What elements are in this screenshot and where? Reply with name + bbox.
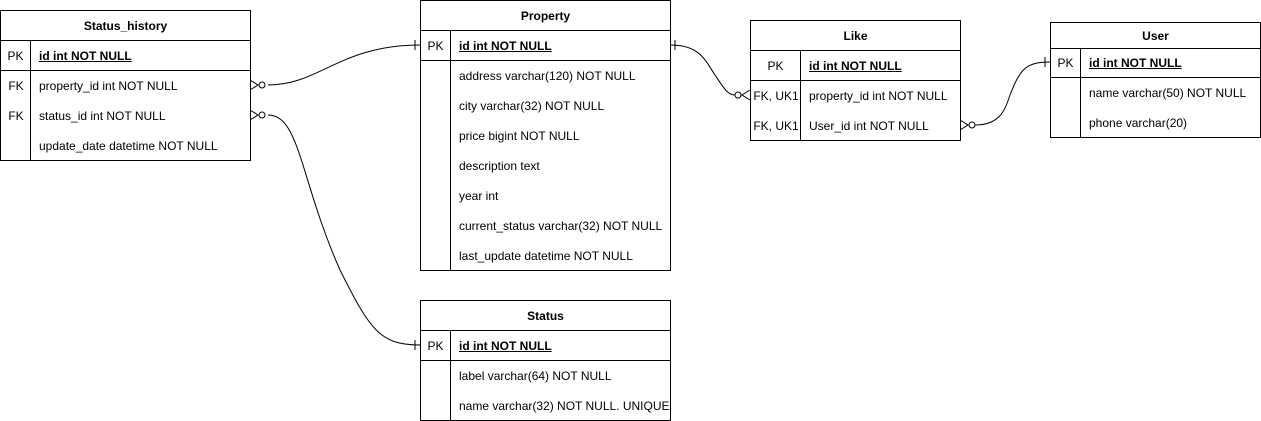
link-like-property: [669, 44, 736, 96]
table-row-pk[interactable]: PK id int NOT NULL: [421, 31, 670, 61]
field-label: id int NOT NULL: [1089, 56, 1182, 70]
field-label: price bigint NOT NULL: [459, 129, 580, 143]
key-label: FK, UK1: [753, 89, 799, 103]
entity-status-history[interactable]: Status_history PK id int NOT NULL FK pro…: [0, 10, 251, 161]
field-label: id int NOT NULL: [459, 39, 552, 53]
key-label: FK: [8, 109, 24, 123]
field-label: property_id int NOT NULL: [39, 79, 178, 93]
field-label: city varchar(32) NOT NULL: [459, 99, 605, 113]
crows-foot-marker: [959, 119, 969, 131]
table-row[interactable]: name varchar(50) NOT NULL: [1051, 78, 1260, 108]
table-row[interactable]: city varchar(32) NOT NULL: [421, 91, 670, 121]
field-label: id int NOT NULL: [809, 59, 902, 73]
table-row[interactable]: current_status varchar(32) NOT NULL: [421, 211, 670, 241]
entity-title: Like: [751, 21, 960, 51]
field-label: property_id int NOT NULL: [809, 89, 948, 103]
entity-title: Status: [421, 301, 670, 331]
field-label: description text: [459, 159, 540, 173]
optional-circle-marker: [968, 121, 976, 129]
key-label: PK: [421, 31, 451, 60]
table-row[interactable]: FK, UK1 property_id int NOT NULL: [751, 81, 960, 111]
field-label: label varchar(64) NOT NULL: [459, 369, 612, 383]
key-label: [1, 131, 31, 161]
table-row-pk[interactable]: PK id int NOT NULL: [1, 41, 250, 71]
field-label: last_update datetime NOT NULL: [459, 249, 633, 263]
field-label: status_id int NOT NULL: [39, 109, 166, 123]
table-row-pk[interactable]: PK id int NOT NULL: [421, 331, 670, 361]
link-statushistory-status: [267, 114, 421, 346]
table-row[interactable]: last_update datetime NOT NULL: [421, 241, 670, 271]
table-row[interactable]: FK property_id int NOT NULL: [1, 71, 250, 101]
key-label: PK: [1, 41, 31, 70]
link-like-user: [974, 61, 1051, 126]
optional-circle-marker: [258, 111, 266, 119]
table-row[interactable]: description text: [421, 151, 670, 181]
field-label: name varchar(50) NOT NULL: [1089, 86, 1247, 100]
table-row[interactable]: update_date datetime NOT NULL: [1, 131, 250, 161]
table-row[interactable]: name varchar(32) NOT NULL. UNIQUE: [421, 391, 670, 421]
table-row[interactable]: price bigint NOT NULL: [421, 121, 670, 151]
table-row[interactable]: FK, UK1 User_id int NOT NULL: [751, 111, 960, 141]
table-row[interactable]: phone varchar(20): [1051, 108, 1260, 138]
field-label: phone varchar(20): [1089, 116, 1188, 130]
optional-circle-marker: [734, 91, 742, 99]
table-row[interactable]: FK status_id int NOT NULL: [1, 101, 250, 131]
crows-foot-marker: [249, 79, 259, 91]
entity-like[interactable]: Like PK id int NOT NULL FK, UK1 property…: [750, 20, 961, 141]
field-label: User_id int NOT NULL: [809, 119, 929, 133]
table-row-pk[interactable]: PK id int NOT NULL: [1051, 49, 1260, 78]
crows-foot-marker: [249, 109, 259, 121]
key-label: PK: [751, 51, 801, 80]
key-label: PK: [1051, 49, 1081, 77]
entity-title: Status_history: [1, 11, 250, 41]
key-label: FK: [8, 79, 24, 93]
entity-user[interactable]: User PK id int NOT NULL name varchar(50)…: [1050, 22, 1261, 138]
field-label: address varchar(120) NOT NULL: [459, 69, 636, 83]
key-label: FK, UK1: [753, 119, 799, 133]
field-label: name varchar(32) NOT NULL. UNIQUE: [459, 399, 670, 413]
crows-foot-marker: [741, 89, 751, 101]
entity-status[interactable]: Status PK id int NOT NULL label varchar(…: [420, 300, 671, 421]
entity-title: User: [1051, 23, 1260, 49]
table-row[interactable]: label varchar(64) NOT NULL: [421, 361, 670, 391]
table-row-pk[interactable]: PK id int NOT NULL: [751, 51, 960, 81]
optional-circle-marker: [258, 81, 266, 89]
field-label: id int NOT NULL: [459, 339, 552, 353]
table-row[interactable]: address varchar(120) NOT NULL: [421, 61, 670, 91]
entity-title: Property: [421, 1, 670, 31]
key-label: PK: [421, 331, 451, 360]
table-row[interactable]: year int: [421, 181, 670, 211]
field-label: current_status varchar(32) NOT NULL: [459, 219, 663, 233]
field-label: year int: [459, 189, 499, 203]
field-label: id int NOT NULL: [39, 49, 132, 63]
field-label: update_date datetime NOT NULL: [39, 139, 218, 153]
link-statushistory-property: [267, 44, 421, 86]
entity-property[interactable]: Property PK id int NOT NULL address varc…: [420, 0, 671, 271]
